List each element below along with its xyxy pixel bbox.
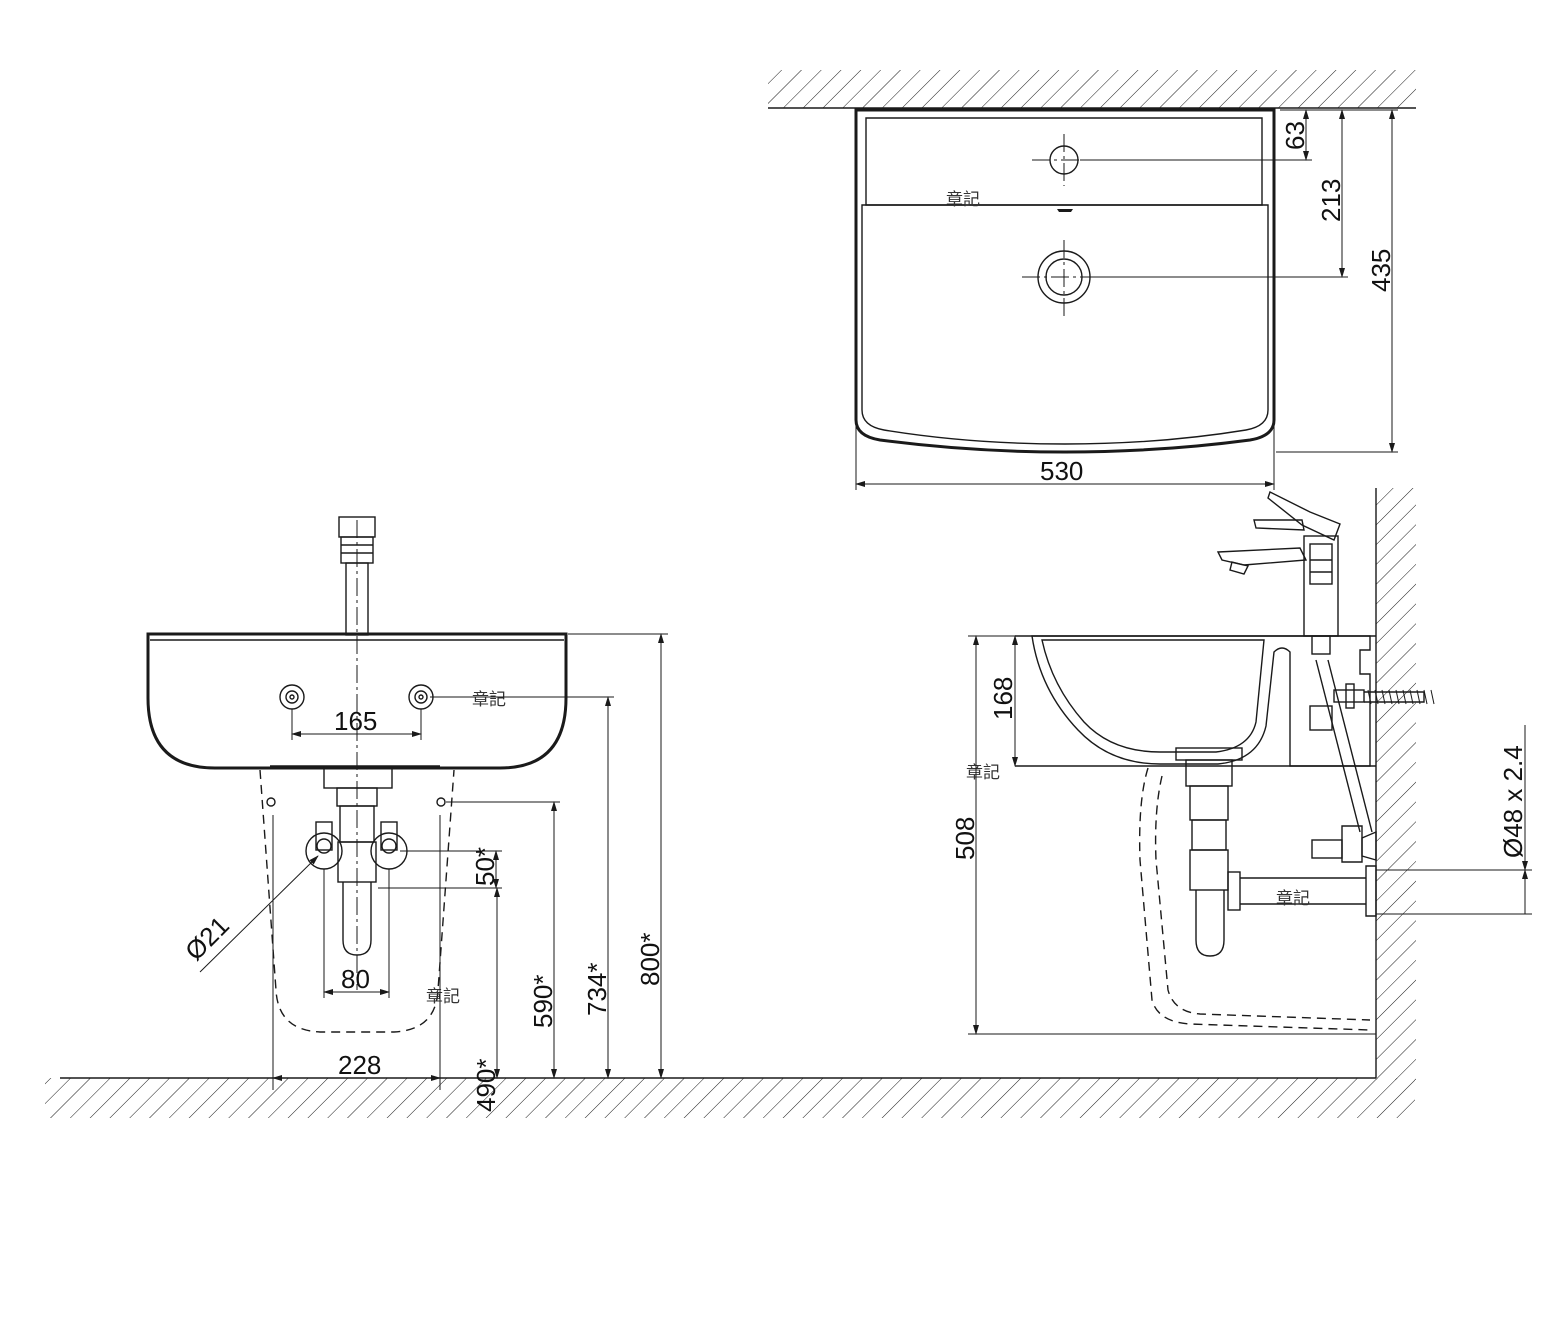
side-wall-bolt xyxy=(1333,683,1435,709)
dim-530-label: 530 xyxy=(1040,456,1083,486)
dim-50: 50* xyxy=(378,847,502,889)
dim-800: 800* xyxy=(568,633,668,1079)
side-mark-label-2: 章記 xyxy=(1276,889,1310,909)
plan-view-basin xyxy=(854,108,1276,454)
dim-50-label: 50* xyxy=(470,847,500,886)
dim-530: 530 xyxy=(855,420,1275,490)
side-mark-label-1: 章記 xyxy=(966,763,1000,783)
plan-tap-hole xyxy=(1032,134,1100,186)
front-mark-label-2: 章記 xyxy=(426,987,460,1007)
dim-734: 734* xyxy=(430,696,614,1079)
dim-508-label: 508 xyxy=(950,817,980,860)
dim-63-label: 63 xyxy=(1280,121,1310,150)
dim-80: 80 xyxy=(323,869,390,998)
dim-435: 435 xyxy=(1276,109,1398,453)
plan-mark-label: 章記 xyxy=(946,190,980,210)
side-supply-hose xyxy=(1309,659,1377,863)
dim-590: 590* xyxy=(446,801,560,1079)
dim-63: 63 xyxy=(1080,109,1312,161)
dim-490-label: 490* xyxy=(471,1059,501,1113)
plan-drain-hole xyxy=(1022,240,1106,318)
front-mark-label-1: 章記 xyxy=(472,690,506,710)
floor-hatch xyxy=(45,1077,1415,1118)
dim-dia-48: Ø48 x 2.4 xyxy=(1376,725,1532,915)
front-trap xyxy=(323,767,393,956)
dim-213-label: 213 xyxy=(1316,179,1346,222)
side-wall-hatch xyxy=(1375,488,1416,1080)
side-basin-section xyxy=(1015,635,1376,767)
dim-800-label: 800* xyxy=(635,933,665,987)
side-drain-assembly xyxy=(1175,747,1377,957)
dim-165-label: 165 xyxy=(334,706,377,736)
dim-734-label: 734* xyxy=(582,963,612,1017)
dim-dia-48-label: Ø48 x 2.4 xyxy=(1498,745,1528,858)
dim-dia-21: Ø21 xyxy=(179,855,319,973)
dim-168: 168 xyxy=(988,635,1018,767)
side-pedestal-dashed xyxy=(1138,767,1371,1031)
dim-dia-21-label: Ø21 xyxy=(179,910,235,966)
plan-top-wall xyxy=(768,70,1416,109)
dim-228-label: 228 xyxy=(338,1050,381,1080)
dim-80-label: 80 xyxy=(341,964,370,994)
dim-168-label: 168 xyxy=(988,677,1018,720)
dim-590-label: 590* xyxy=(528,975,558,1029)
dim-490: 490* xyxy=(471,887,501,1113)
dim-165: 165 xyxy=(291,706,422,740)
dim-213: 213 xyxy=(1092,109,1350,278)
side-faucet xyxy=(1216,491,1341,655)
front-pedestal-dashed xyxy=(259,769,455,1033)
dim-435-label: 435 xyxy=(1366,249,1396,292)
dim-228: 228 xyxy=(272,815,441,1090)
dim-508: 508 xyxy=(950,635,1376,1035)
